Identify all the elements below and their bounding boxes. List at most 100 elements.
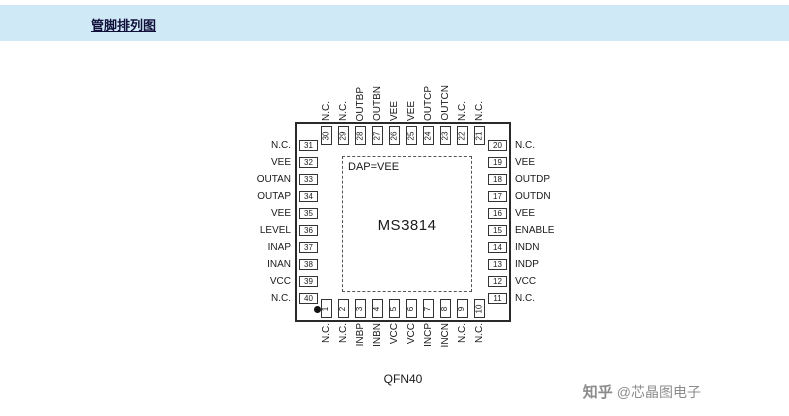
pin-13-label: INDP <box>515 258 539 270</box>
pin-12-label: VCC <box>515 275 537 287</box>
pin-8-number-box: 8 <box>440 299 451 318</box>
pin-29-number-box: 29 <box>338 126 349 145</box>
pin-25-number-box: 25 <box>406 126 417 145</box>
pin-23-label-cell: OUTCN <box>440 76 451 121</box>
dap-label: DAP=VEE <box>348 161 400 173</box>
pin-number: 1 <box>321 306 331 311</box>
pin-number: 17 <box>493 191 502 201</box>
pin-number: 32 <box>304 157 313 167</box>
pin-21-number-box: 21 <box>474 126 485 145</box>
pin-32-label: VEE <box>270 156 291 168</box>
pin-number: 26 <box>389 131 399 140</box>
pin-number: 29 <box>338 131 348 140</box>
pin-33-label-cell: OUTAN <box>257 174 291 185</box>
pin-16-number-box: 16 <box>488 208 507 219</box>
pin-20-number-box: 20 <box>488 140 507 151</box>
pin-17-label: OUTDN <box>515 190 551 202</box>
pin-26-label-cell: VEE <box>389 76 400 121</box>
pin-39-number-box: 39 <box>299 276 318 287</box>
pin-14-number-box: 14 <box>488 242 507 253</box>
package-caption: QFN40 <box>383 372 423 386</box>
pin-17-label-cell: OUTDN <box>515 191 551 202</box>
pin-number: 19 <box>493 157 502 167</box>
pin-number: 36 <box>304 225 313 235</box>
pin-24-label-cell: OUTCP <box>423 76 434 121</box>
pin-26-number-box: 26 <box>389 126 400 145</box>
pin-6-number-box: 6 <box>406 299 417 318</box>
pin-11-label-cell: N.C. <box>515 293 535 304</box>
pin-10-number-box: 10 <box>474 299 485 318</box>
pin-number: 18 <box>493 174 502 184</box>
pin-31-label-cell: N.C. <box>271 140 291 151</box>
chip-name: MS3814 <box>377 217 437 234</box>
pin-28-number-box: 28 <box>355 126 366 145</box>
pin-12-label-cell: VCC <box>515 276 536 287</box>
pin-35-number-box: 35 <box>299 208 318 219</box>
pin-number: 11 <box>493 293 502 303</box>
pin-9-label-cell: N.C. <box>457 323 468 368</box>
pin-number: 3 <box>355 306 365 311</box>
pin-36-number-box: 36 <box>299 225 318 236</box>
pin-11-label: N.C. <box>515 292 535 304</box>
pin-5-number-box: 5 <box>389 299 400 318</box>
pin-21-label: N.C. <box>473 101 485 121</box>
pin-19-label-cell: VEE <box>515 157 535 168</box>
pin-6-label: VCC <box>405 323 417 345</box>
pin-30-label: N.C. <box>320 101 332 121</box>
pin-23-number-box: 23 <box>440 126 451 145</box>
pin-number: 12 <box>493 276 502 286</box>
pin-36-label: LEVEL <box>259 224 291 236</box>
pin-35-label-cell: VEE <box>271 208 291 219</box>
pin-number: 27 <box>372 131 382 140</box>
pin-21-label-cell: N.C. <box>474 76 485 121</box>
pin-number: 14 <box>493 242 502 252</box>
pin-number: 7 <box>423 306 433 311</box>
pin-26-label: VEE <box>388 100 400 121</box>
pin-16-label-cell: VEE <box>515 208 535 219</box>
pin-8-label: INCN <box>439 323 451 348</box>
pin-5-label-cell: VCC <box>389 323 400 368</box>
pin-11-number-box: 11 <box>488 293 507 304</box>
pin-number: 9 <box>457 306 467 311</box>
pin-number: 40 <box>304 293 313 303</box>
pin-1-label: N.C. <box>320 323 332 343</box>
pin-3-label-cell: INBP <box>355 323 366 368</box>
pin-4-number-box: 4 <box>372 299 383 318</box>
pin-27-number-box: 27 <box>372 126 383 145</box>
pin-34-label-cell: OUTAP <box>257 191 291 202</box>
pin-1-label-cell: N.C. <box>321 323 332 368</box>
pin-20-label: N.C. <box>515 139 535 151</box>
pin-9-number-box: 9 <box>457 299 468 318</box>
pin-20-label-cell: N.C. <box>515 140 535 151</box>
pin-30-label-cell: N.C. <box>321 76 332 121</box>
pin-7-number-box: 7 <box>423 299 434 318</box>
pin-number: 39 <box>304 276 313 286</box>
pin-14-label: INDN <box>515 241 540 253</box>
pin-37-label: INAP <box>267 241 291 253</box>
pin-28-label-cell: OUTBP <box>355 76 366 121</box>
pin-number: 28 <box>355 131 365 140</box>
pin-2-label: N.C. <box>337 323 349 343</box>
pin-number: 25 <box>406 131 416 140</box>
pin-number: 37 <box>304 242 313 252</box>
pin-18-number-box: 18 <box>488 174 507 185</box>
pin-25-label-cell: VEE <box>406 76 417 121</box>
pin-25-label: VEE <box>405 100 417 121</box>
pin-19-label: VEE <box>515 156 536 168</box>
pin-7-label: INCP <box>422 323 434 347</box>
pin-33-label: OUTAN <box>256 173 291 185</box>
pin-number: 16 <box>493 208 502 218</box>
pin-29-label: N.C. <box>337 101 349 121</box>
header-banner: 管脚排列图 <box>0 5 789 41</box>
pin-39-label: VCC <box>269 275 291 287</box>
pin-number: 31 <box>304 140 313 150</box>
exposed-pad-outline: DAP=VEE MS3814 <box>342 156 472 292</box>
pin-40-label-cell: N.C. <box>271 293 291 304</box>
pin-18-label: OUTDP <box>515 173 550 185</box>
pin-24-label: OUTCP <box>422 86 434 121</box>
pin-number: 13 <box>493 259 502 269</box>
